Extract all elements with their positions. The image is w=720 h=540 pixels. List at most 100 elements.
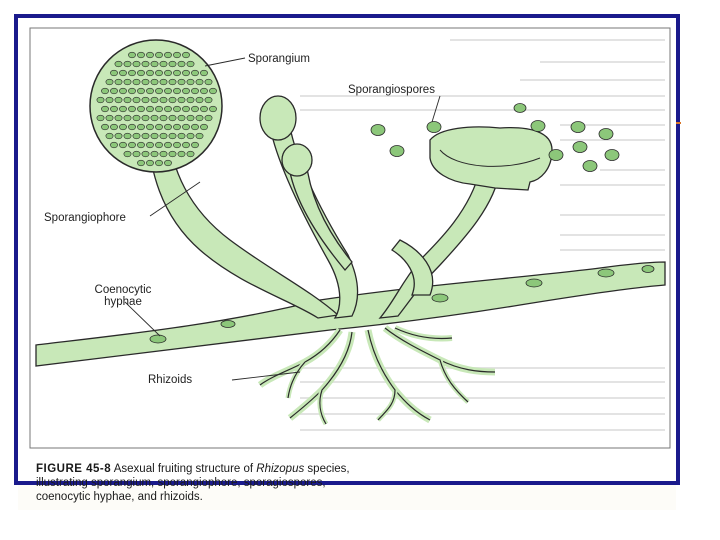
spore-dot [128, 88, 135, 94]
spore-dot [101, 88, 108, 94]
spore-dot [196, 79, 203, 85]
spore-dot [119, 142, 126, 148]
spore-dot [110, 142, 117, 148]
spore-dot [137, 160, 144, 166]
spore-dot [142, 115, 149, 121]
spore-dot [110, 88, 117, 94]
leader-sporangium [205, 58, 245, 66]
spore-dot [146, 52, 153, 58]
spore-dot [119, 124, 126, 130]
caption-figure-number: FIGURE 45-8 [36, 463, 111, 475]
spore-dot [124, 115, 131, 121]
burst-sporangium-shape [430, 127, 552, 190]
figure-caption: FIGURE 45-8 Asexual fruiting structure o… [36, 462, 656, 504]
label-sporangium: Sporangium [248, 53, 310, 65]
spore-dot [97, 115, 104, 121]
spore-dot [205, 97, 212, 103]
sporangiophore-club-tip [260, 96, 296, 140]
spore-dot [200, 124, 207, 130]
spore-dot [119, 88, 126, 94]
spore-dot [191, 70, 198, 76]
caption-line3: coenocytic hyphae, and rhizoids. [36, 490, 656, 504]
spore-dot [187, 61, 194, 67]
spore-dot [106, 133, 113, 139]
spore-dot [187, 133, 194, 139]
spore-dot [106, 79, 113, 85]
spore-dot [133, 97, 140, 103]
spore-dot [173, 52, 180, 58]
spore-dot [173, 70, 180, 76]
spore-dot [128, 52, 135, 58]
spore-dot [187, 115, 194, 121]
spore-dot [200, 70, 207, 76]
spore-dot [178, 61, 185, 67]
spore-dot [205, 79, 212, 85]
spore-dot [191, 106, 198, 112]
spore-dot [133, 61, 140, 67]
spore-dot [187, 97, 194, 103]
spore-dot [155, 70, 162, 76]
spore-dot [137, 88, 144, 94]
label-rhizoids: Rhizoids [148, 374, 192, 386]
spore-dot [133, 115, 140, 121]
spore-dot [200, 106, 207, 112]
spore-dot [124, 79, 131, 85]
spore-dot [119, 70, 126, 76]
spore-dot [187, 151, 194, 157]
spore-dot [146, 160, 153, 166]
spore-dot [164, 88, 171, 94]
spore-dot [191, 142, 198, 148]
spore-dot [146, 70, 153, 76]
spore-dot [164, 52, 171, 58]
caption-text-2: species, [304, 463, 349, 475]
spore-dot [178, 79, 185, 85]
spore-dot [133, 133, 140, 139]
spore-dot [128, 124, 135, 130]
spore-dot [164, 106, 171, 112]
spore-dot [155, 160, 162, 166]
spore-dot [137, 142, 144, 148]
spore-dot [164, 70, 171, 76]
spore-dot [182, 88, 189, 94]
spore-dot [160, 97, 167, 103]
spore-dot [196, 115, 203, 121]
label-coenocytic-line1: Coenocytic [88, 284, 158, 296]
spore-dot [146, 106, 153, 112]
spore-dot [178, 97, 185, 103]
caption-line2: illustrating sporangium, sporangiophore,… [36, 476, 656, 490]
spore-dot [173, 124, 180, 130]
spore-dot [151, 133, 158, 139]
spore-dot [115, 97, 122, 103]
spore-dot [169, 97, 176, 103]
spore-dot [164, 142, 171, 148]
spore-dot [182, 70, 189, 76]
spore-dot [182, 52, 189, 58]
spore-dot [205, 115, 212, 121]
spore-dot [160, 133, 167, 139]
spore-dot [151, 151, 158, 157]
young-sporangium-bulb [282, 144, 312, 176]
spore-dot [196, 133, 203, 139]
spore-dot [146, 88, 153, 94]
caption-italic: Rhizopus [256, 463, 304, 475]
spore-dot [142, 61, 149, 67]
spore-dot [146, 124, 153, 130]
spore-dot [110, 70, 117, 76]
caption-text-1: Asexual fruiting structure of [111, 463, 256, 475]
spore-dot [155, 106, 162, 112]
spore-dot [110, 106, 117, 112]
spore-dot [151, 61, 158, 67]
accent-dash [676, 122, 681, 124]
spore-dot [124, 97, 131, 103]
spore-dot [97, 97, 104, 103]
spore-dot [164, 160, 171, 166]
spore-dot [196, 97, 203, 103]
spore-dot [101, 106, 108, 112]
spore-dot [115, 133, 122, 139]
spore-dot [182, 142, 189, 148]
spore-dot [151, 115, 158, 121]
spore-dot [115, 115, 122, 121]
spore-dot [133, 151, 140, 157]
spore-dot [142, 133, 149, 139]
